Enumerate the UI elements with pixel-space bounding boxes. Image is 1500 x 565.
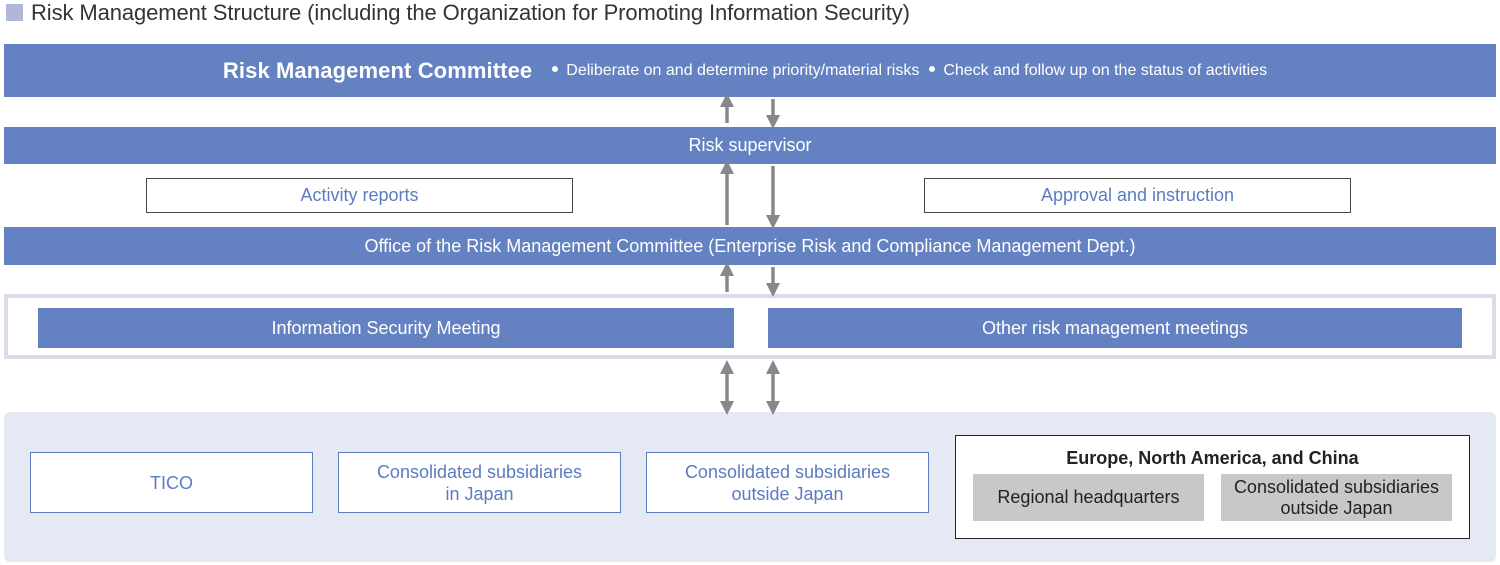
bullet-icon bbox=[929, 66, 936, 73]
office-band: Office of the Risk Management Committee … bbox=[4, 227, 1496, 265]
bullet-icon bbox=[552, 66, 559, 73]
region-title: Europe, North America, and China bbox=[1066, 448, 1359, 468]
approval-instruction-box: Approval and instruction bbox=[924, 178, 1351, 213]
regional-headquarters-box: Regional headquarters bbox=[973, 474, 1204, 521]
page-title: Risk Management Structure (including the… bbox=[31, 0, 910, 25]
consolidated-subsidiaries-outside-japan-box: Consolidated subsidiaries outside Japan bbox=[646, 452, 929, 513]
title-marker bbox=[6, 4, 23, 21]
risk-management-committee-band: Risk Management Committee Deliberate on … bbox=[4, 44, 1496, 97]
region-consolidated-subsidiaries-box: Consolidated subsidiaries outside Japan bbox=[1221, 474, 1452, 521]
activity-reports-box: Activity reports bbox=[146, 178, 573, 213]
information-security-meeting: Information Security Meeting bbox=[38, 308, 734, 348]
risk-supervisor-band: Risk supervisor bbox=[4, 127, 1496, 164]
consolidated-subsidiaries-japan-box: Consolidated subsidiaries in Japan bbox=[338, 452, 621, 513]
committee-point-2: Check and follow up on the status of act… bbox=[929, 62, 1267, 80]
other-risk-meetings: Other risk management meetings bbox=[768, 308, 1462, 348]
tico-box: TICO bbox=[30, 452, 313, 513]
committee-name: Risk Management Committee bbox=[222, 57, 533, 83]
committee-point-1: Deliberate on and determine priority/mat… bbox=[552, 62, 919, 80]
